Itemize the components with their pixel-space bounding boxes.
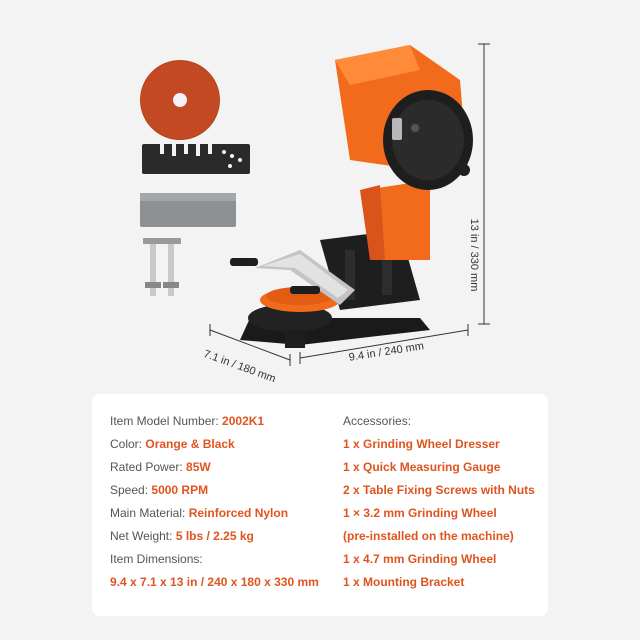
- accessory-item: 1 × 3.2 mm Grinding Wheel: [343, 506, 497, 520]
- grinding-wheel-accessory: [140, 60, 220, 140]
- spec-weight-row: Net Weight: 5 lbs / 2.25 kg: [110, 525, 340, 548]
- height-dimension-line: [478, 43, 490, 325]
- height-dimension-label: 13 in / 330 mm: [468, 218, 480, 292]
- spec-speed-row: Speed: 5000 RPM: [110, 479, 340, 502]
- accessory-item-note: (pre-installed on the machine): [343, 529, 514, 543]
- chain-sharpener-machine: [230, 45, 473, 348]
- width-dimension-line: [299, 324, 469, 364]
- spec-color-label: Color:: [110, 437, 143, 451]
- spec-dimensions-value-row: 9.4 x 7.1 x 13 in / 240 x 180 x 330 mm: [110, 571, 340, 594]
- accessory-item: 1 x Quick Measuring Gauge: [343, 460, 501, 474]
- spec-dimensions-value: 9.4 x 7.1 x 13 in / 240 x 180 x 330 mm: [110, 575, 319, 589]
- spec-material-label: Main Material:: [110, 506, 186, 520]
- accessory-item: 1 x 4.7 mm Grinding Wheel: [343, 552, 497, 566]
- accessories-list: Accessories: 1 x Grinding Wheel Dresser …: [343, 410, 543, 594]
- spec-list: Item Model Number: 2002K1 Color: Orange …: [110, 410, 340, 594]
- spec-model-row: Item Model Number: 2002K1: [110, 410, 340, 433]
- dresser-stone-accessory: [140, 193, 236, 227]
- accessory-item: 2 x Table Fixing Screws with Nuts: [343, 483, 535, 497]
- spec-speed-value: 5000 RPM: [151, 483, 209, 497]
- fixing-screws-accessory: [143, 238, 181, 296]
- spec-color-row: Color: Orange & Black: [110, 433, 340, 456]
- accessory-item: 1 x Grinding Wheel Dresser: [343, 437, 500, 451]
- spec-speed-label: Speed:: [110, 483, 149, 497]
- spec-power-value: 85W: [186, 460, 211, 474]
- spec-color-value: Orange & Black: [145, 437, 235, 451]
- spec-model-value: 2002K1: [222, 414, 265, 428]
- spec-weight-label: Net Weight:: [110, 529, 173, 543]
- spec-power-row: Rated Power: 85W: [110, 456, 340, 479]
- spec-card: Item Model Number: 2002K1 Color: Orange …: [92, 394, 548, 616]
- accessories-title: Accessories:: [343, 414, 412, 428]
- spec-material-row: Main Material: Reinforced Nylon: [110, 502, 340, 525]
- spec-power-label: Rated Power:: [110, 460, 183, 474]
- spec-model-label: Item Model Number:: [110, 414, 219, 428]
- depth-dimension-line: [209, 324, 291, 366]
- spec-weight-value: 5 lbs / 2.25 kg: [175, 529, 254, 543]
- spec-material-value: Reinforced Nylon: [188, 506, 289, 520]
- measuring-gauge-accessory: [142, 144, 250, 174]
- accessory-item: 1 x Mounting Bracket: [343, 575, 465, 589]
- spec-dimensions-row: Item Dimensions:: [110, 548, 340, 571]
- spec-dimensions-label: Item Dimensions:: [110, 552, 203, 566]
